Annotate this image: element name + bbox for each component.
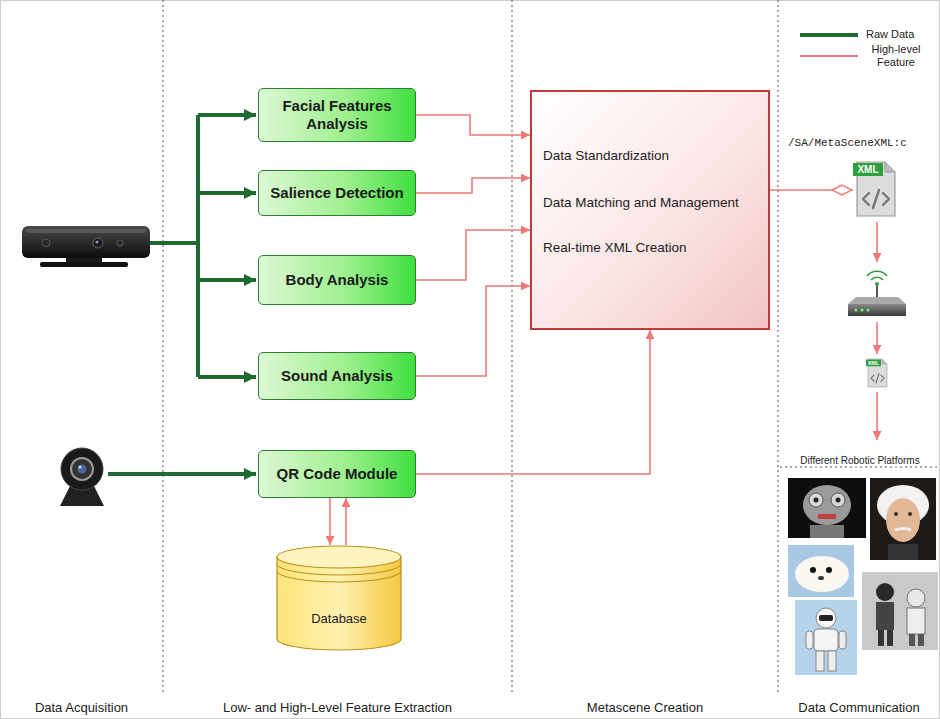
node-label: Database xyxy=(276,611,402,627)
column-title: Low- and High-Level Feature Extraction xyxy=(163,700,512,716)
section-caption: Different Robotic Platforms xyxy=(780,454,940,467)
feature-connector xyxy=(416,178,530,193)
legend-samples xyxy=(800,35,858,56)
xml-file-icon: XML xyxy=(853,160,897,218)
node-label: Body Analysis xyxy=(286,271,389,289)
function-label: Data Matching and Management xyxy=(543,194,761,211)
feature-connector xyxy=(416,230,530,280)
column-title: Data Acquisition xyxy=(0,700,163,716)
file-tag: XML xyxy=(853,163,883,176)
function-label: Real-time XML Creation xyxy=(543,239,761,256)
feature-connector xyxy=(770,189,853,191)
function-label: Data Standardization xyxy=(543,147,761,164)
robot-photos xyxy=(788,478,938,675)
xml-file-icon: XML xyxy=(866,358,888,388)
feature-connector xyxy=(416,115,530,135)
wifi-router xyxy=(848,271,906,316)
node-label: QR Code Module xyxy=(277,465,398,483)
cylinder-shape xyxy=(276,545,402,651)
process-box: QR Code Module xyxy=(258,450,416,498)
column-title: Metascene Creation xyxy=(512,700,778,716)
column-title: Data Communication xyxy=(778,700,940,716)
legend-label: Raw Data xyxy=(866,28,936,41)
process-box: Facial Features Analysis xyxy=(258,88,416,142)
metascene-box: Data StandardizationData Matching and Ma… xyxy=(530,90,770,330)
process-box: Sound Analysis xyxy=(258,352,416,400)
topic-path: /SA/MetaSceneXML:c xyxy=(788,136,938,150)
transfer-arrows xyxy=(876,222,878,440)
node-label: Sound Analysis xyxy=(281,367,393,385)
webcam xyxy=(60,448,104,506)
file-tag: XML xyxy=(866,360,881,367)
feature-connector xyxy=(416,286,530,376)
node-label: Facial Features Analysis xyxy=(267,97,407,133)
raw-data-lines xyxy=(108,115,256,474)
node-label: Salience Detection xyxy=(270,184,403,202)
database-cylinder: Database xyxy=(276,545,402,651)
feature-connector xyxy=(329,498,331,545)
feature-connector xyxy=(416,330,650,474)
process-box: Body Analysis xyxy=(258,255,416,305)
kinect-sensor xyxy=(22,226,150,267)
process-box: Salience Detection xyxy=(258,170,416,216)
feature-connector xyxy=(345,498,347,545)
column-dividers xyxy=(163,0,940,694)
legend-label: High-level Feature xyxy=(860,43,932,69)
